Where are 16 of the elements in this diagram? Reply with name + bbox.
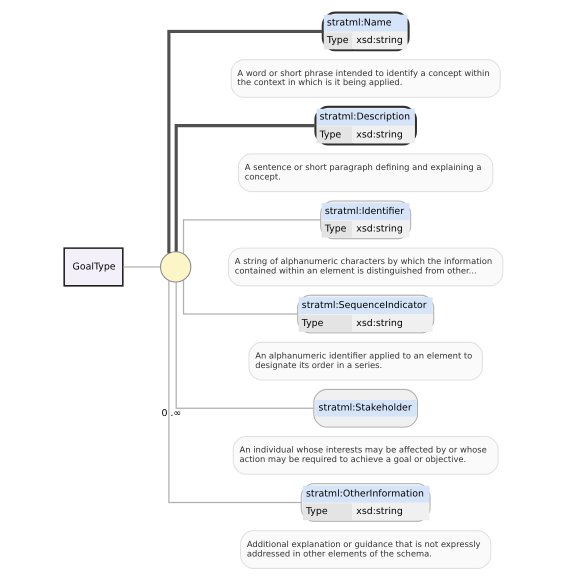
node-box: An alphanumeric identifier applied to an element to designate its order in a series. — [248, 342, 483, 381]
connector — [182, 280, 298, 315]
connector — [174, 124, 316, 252]
node-box: An individual whose interests may be affected by or whose action may be required to achieve a goal or objective. — [232, 436, 499, 475]
connector — [176, 282, 314, 409]
node-box: A sentence or short paragraph defining and explaining a concept. — [238, 153, 494, 192]
node-box: A word or short phrase intended to identify a concept within the context in which is it being applied. — [230, 59, 501, 98]
node-box: Additional explanation or guidance that is not expressly addressed in other elements of the schema. — [240, 530, 492, 569]
node-circle — [160, 251, 192, 283]
edge-label: 0..∞ — [161, 408, 182, 419]
connector — [182, 219, 321, 254]
connector — [123, 266, 160, 268]
connector — [168, 280, 302, 504]
node-box: A string of alphanumeric characters by which the information contained within an element is distinguished from other... — [228, 248, 504, 286]
node-box: GoalType — [63, 247, 124, 287]
connector — [167, 30, 322, 254]
